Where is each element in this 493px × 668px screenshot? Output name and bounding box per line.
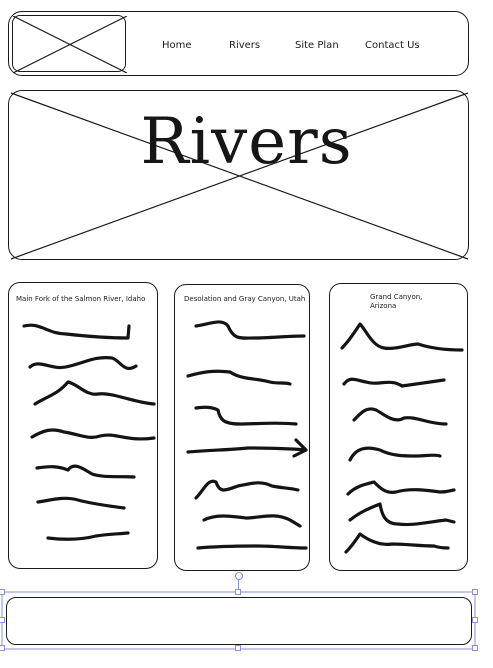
resize-handle-n[interactable]: [235, 589, 241, 595]
rotate-handle[interactable]: [235, 572, 243, 580]
river-card[interactable]: [174, 284, 310, 571]
resize-handle-se[interactable]: [472, 645, 478, 651]
footer-bar[interactable]: [6, 597, 472, 645]
nav-site-plan-link[interactable]: Site Plan: [295, 40, 339, 51]
river-card[interactable]: [8, 282, 158, 569]
card-title: Main Fork of the Salmon River, Idaho: [16, 295, 146, 303]
river-card[interactable]: [329, 283, 468, 571]
hero-title: Rivers: [140, 105, 353, 179]
resize-handle-ne[interactable]: [472, 589, 478, 595]
logo-placeholder[interactable]: [12, 15, 127, 73]
nav-rivers-link[interactable]: Rivers: [229, 40, 261, 51]
nav-home-link[interactable]: Home: [162, 40, 192, 51]
hero-banner: [8, 90, 469, 260]
resize-handle-e[interactable]: [472, 617, 478, 623]
card-title: Grand Canyon, Arizona: [370, 293, 423, 310]
nav-contact-us-link[interactable]: Contact Us: [365, 40, 420, 51]
image-placeholder-icon: [13, 16, 127, 73]
resize-handle-nw[interactable]: [0, 589, 5, 595]
resize-handle-w[interactable]: [0, 617, 5, 623]
card-title: Desolation and Gray Canyon, Utah: [184, 295, 306, 303]
resize-handle-s[interactable]: [235, 645, 241, 651]
image-placeholder-icon: [10, 92, 469, 260]
resize-handle-sw[interactable]: [0, 645, 5, 651]
